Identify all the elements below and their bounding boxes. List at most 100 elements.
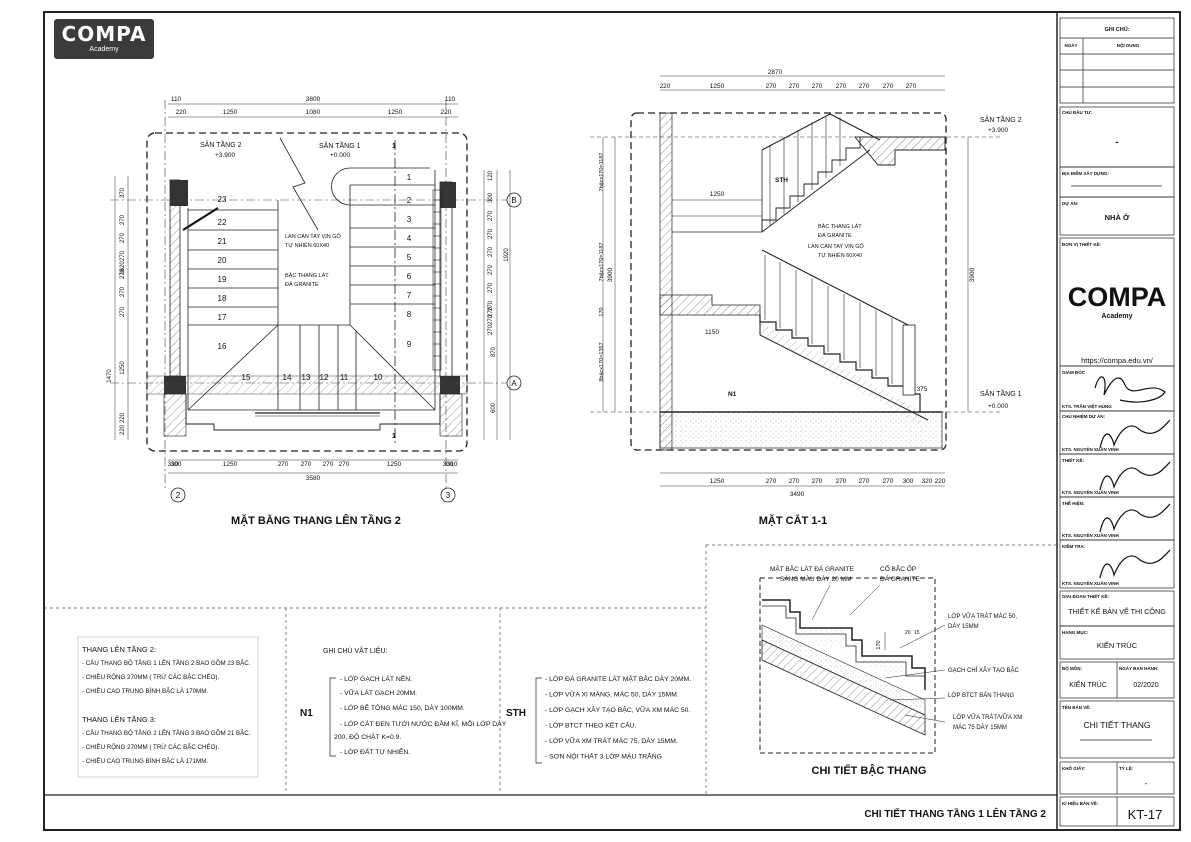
section-bottom-dim: 270 <box>812 478 823 485</box>
materials-title: GHI CHÚ VẬT LIỆU: <box>323 646 387 655</box>
plan-step-number: 15 <box>242 373 251 382</box>
chief-signature <box>1099 419 1171 449</box>
section-bottom-dim: 270 <box>836 478 847 485</box>
section-top-dim: 270 <box>812 83 823 90</box>
plan-bottom-dim: 1250 <box>387 461 402 468</box>
plan-right-dim: 600 <box>491 402 497 413</box>
plan-right-dim: 270 <box>488 246 494 257</box>
plan-landing1-level: +0.000 <box>330 152 350 159</box>
plan-left-dim: 370 <box>120 187 126 198</box>
plan-landing2-name: SÂN TẦNG 2 <box>200 139 242 149</box>
section-inner-dim: 1250 <box>710 191 725 198</box>
tb-size-label: KHỔ GIẤY: <box>1062 765 1086 771</box>
section-note-tread: BẬC THANG LÁT <box>818 223 862 230</box>
plan-right-dim: 870 <box>491 346 497 357</box>
tb-draw-label: THỂ HIỆN: <box>1062 499 1085 506</box>
section-left-dim: 170 <box>599 307 605 316</box>
notes-floor3-title: THANG LÊN TẦNG 3: <box>82 714 156 724</box>
stair-section <box>590 75 1000 487</box>
detail-title: CHI TIẾT BẬC THANG <box>812 764 927 777</box>
section-left-dim: 8bậcx170=1357 <box>599 342 605 381</box>
tb-director-label: GIÁM ĐỐC <box>1062 369 1086 375</box>
detail-dim: 170 <box>876 640 882 649</box>
detail-note-tread: MẶT BẬC LÁT ĐÁ GRANITE <box>770 564 855 573</box>
plan-right-dim: 270 <box>488 210 494 221</box>
plan-bottom-dim: 300 <box>443 461 454 468</box>
section-landing1-name: SÂN TẦNG 1 <box>980 388 1022 398</box>
plan-step-number: 17 <box>218 313 227 322</box>
section-landing2-name: SÂN TẦNG 2 <box>980 114 1022 124</box>
plan-bottom-dim: 270 <box>323 461 334 468</box>
plan-top-dim: 1250 <box>223 109 238 116</box>
tb-scale-value: - <box>1145 779 1148 788</box>
tb-date-label: NGÀY BAN HÀNH: <box>1119 665 1159 671</box>
detail-layer-note: LỚP VỮA TRÁT MÁC 50, <box>948 613 1017 620</box>
plan-step-number: 22 <box>218 218 227 227</box>
detail-note-riser: ĐÁ GRANITE <box>880 574 920 583</box>
plan-left-dim: 220 <box>120 412 126 423</box>
plan-left-dim: 270 <box>120 268 126 279</box>
plan-top-dim: 220 <box>441 109 452 116</box>
detail-dim: 20 <box>905 630 911 636</box>
compa-logo: COMPA Academy <box>54 19 154 59</box>
plan-right-dim: 120 <box>488 170 494 181</box>
plan-right-dim: 270 <box>488 264 494 275</box>
plan-right-dim: 300 <box>488 192 494 203</box>
plan-left-dim: 270 <box>120 306 126 317</box>
materials-n1-item: - LỚP CÁT ĐEN TƯỚI NƯỚC ĐẦM KĨ, MỖI LỚP … <box>340 718 507 728</box>
plan-left-dim: 270 <box>120 250 126 261</box>
materials-sth-tag: STH <box>506 708 526 719</box>
tb-drawing-value: CHI TIẾT THANG <box>1083 720 1150 730</box>
section-top-dim: 270 <box>836 83 847 90</box>
materials-sth-item: - LỚP VỮA XI MĂNG, MÁC 50, DÀY 15MM. <box>545 690 679 699</box>
tb-check-label: KIỂM TRA: <box>1062 543 1086 549</box>
plan-right-dim: 270 <box>488 300 494 311</box>
section-bottom-dim: 320 <box>922 478 933 485</box>
plan-left-dim: 1620 <box>120 261 126 275</box>
tb-design-label: THIẾT KẾ: <box>1062 457 1085 463</box>
detail-layer-note: LỚP BTCT BẢN THANG <box>948 692 1014 699</box>
check-signature <box>1099 549 1171 579</box>
section-bottom-dim: 1250 <box>710 478 725 485</box>
notes-floor3-item: - CẦU THANG BỘ TẦNG 2 LÊN TẦNG 3 BAO GỒM… <box>82 729 251 737</box>
materials-sth-item: - LỚP BTCT THEO KẾT CẤU. <box>545 720 637 730</box>
materials-n1-item: - VỮA LÁT GẠCH 20MM. <box>340 688 417 697</box>
logo-word: COMPA <box>61 22 147 46</box>
section-bottom-dim: 220 <box>935 478 946 485</box>
tb-category-value: KIẾN TRÚC <box>1097 640 1138 650</box>
plan-title: MẶT BẰNG THANG LÊN TẦNG 2 <box>231 514 401 527</box>
notes-floor2-item: - CHIỀU RỘNG 270MM ( TRỪ CÁC BẬC CHÉO). <box>82 674 219 681</box>
plan-bottom-dim: 270 <box>339 461 350 468</box>
plan-step-number: 23 <box>218 195 227 204</box>
cut-mark: 1 <box>392 433 396 440</box>
section-top-dim: 270 <box>766 83 777 90</box>
axis-label-b: B <box>511 196 516 205</box>
tb-location-label: ĐỊA ĐIỂM XÂY DỰNG: <box>1062 170 1109 176</box>
materials-n1-tag: N1 <box>300 708 313 719</box>
plan-step-number: 5 <box>407 253 412 262</box>
plan-top-dim: 1250 <box>388 109 403 116</box>
axis-label-2: 2 <box>176 491 181 500</box>
axis-label-3: 3 <box>446 491 451 500</box>
materials-sth-item: - SƠN NỘI THẤT 3 LỚP MÀU TRẮNG <box>545 751 662 761</box>
plan-step-number: 4 <box>407 234 412 243</box>
sheet-title: CHI TIẾT THANG TẦNG 1 LÊN TẦNG 2 <box>864 807 1046 820</box>
plan-left-dim: 1470 <box>107 369 113 383</box>
plan-note-rail: TỰ NHIÊN 60X40 <box>285 241 329 249</box>
section-inner-dim: 1150 <box>705 329 719 336</box>
detail-dim: 15 <box>914 630 920 636</box>
plan-right-dim: 270 <box>488 228 494 239</box>
tb-phase-value: THIẾT KẾ BẢN VẼ THI CÔNG <box>1068 606 1166 616</box>
materials-sth-item: - LỚP GẠCH XÂY TẠO BẬC, VỮA XM MÁC 50. <box>545 705 690 714</box>
plan-step-number: 7 <box>407 291 412 300</box>
plan-step-number: 9 <box>407 340 412 349</box>
section-bottom-dim: 300 <box>903 478 914 485</box>
plan-top-dim: 3800 <box>306 96 321 103</box>
section-height-dim: 3900 <box>607 267 614 282</box>
title-block-frame <box>1056 11 1181 831</box>
detail-note-riser: CỔ BẬC ỐP <box>880 563 916 573</box>
tb-code-value: KT-17 <box>1128 807 1163 822</box>
tb-chief-label: CHỦ NHIỆM DỰ ÁN: <box>1062 412 1105 419</box>
